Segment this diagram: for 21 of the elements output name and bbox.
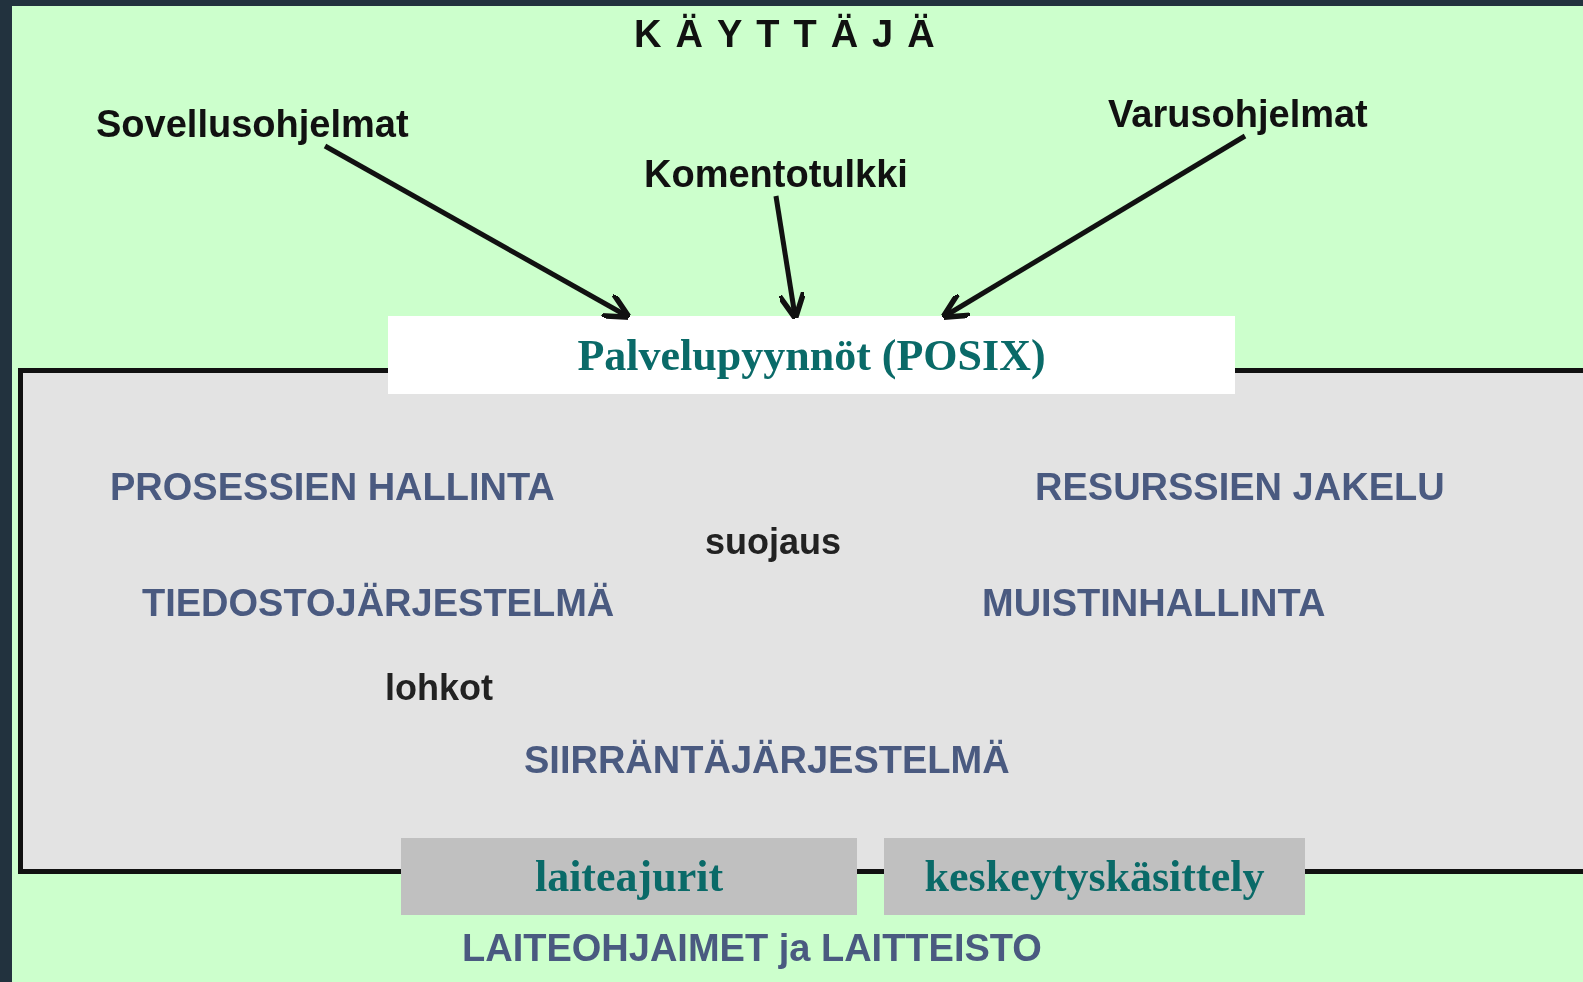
box-label: keskeytyskäsittely — [924, 851, 1265, 902]
note-text: suojaus — [705, 521, 842, 563]
note-text: lohkot — [385, 667, 493, 709]
program-label: Varusohjelmat — [1108, 92, 1368, 136]
subsystem-label: TIEDOSTOJÄRJESTELMÄ — [142, 581, 615, 625]
layer-label: LAITEOHJAIMET ja LAITTEISTO — [462, 926, 1042, 970]
layer-box — [401, 838, 857, 915]
layer-box — [884, 838, 1305, 915]
program-label: Sovellusohjelmat — [96, 102, 409, 146]
program-label: Komentotulkki — [644, 152, 908, 196]
arrow — [323, 143, 632, 320]
box-label: Palvelupyynnöt (POSIX) — [577, 329, 1046, 381]
subsystem-label: SIIRRÄNTÄJÄRJESTELMÄ — [524, 738, 1010, 782]
subsystem-label: MUISTINHALLINTA — [982, 581, 1326, 625]
arrow — [773, 195, 807, 322]
box-label: laiteajurit — [534, 851, 724, 902]
title-text: KÄYTTÄJÄ — [634, 12, 949, 56]
layer-box — [388, 316, 1235, 394]
subsystem-label: RESURSSIEN JAKELU — [1035, 465, 1445, 509]
arrow — [940, 133, 1247, 321]
subsystem-label: PROSESSIEN HALLINTA — [110, 465, 555, 509]
